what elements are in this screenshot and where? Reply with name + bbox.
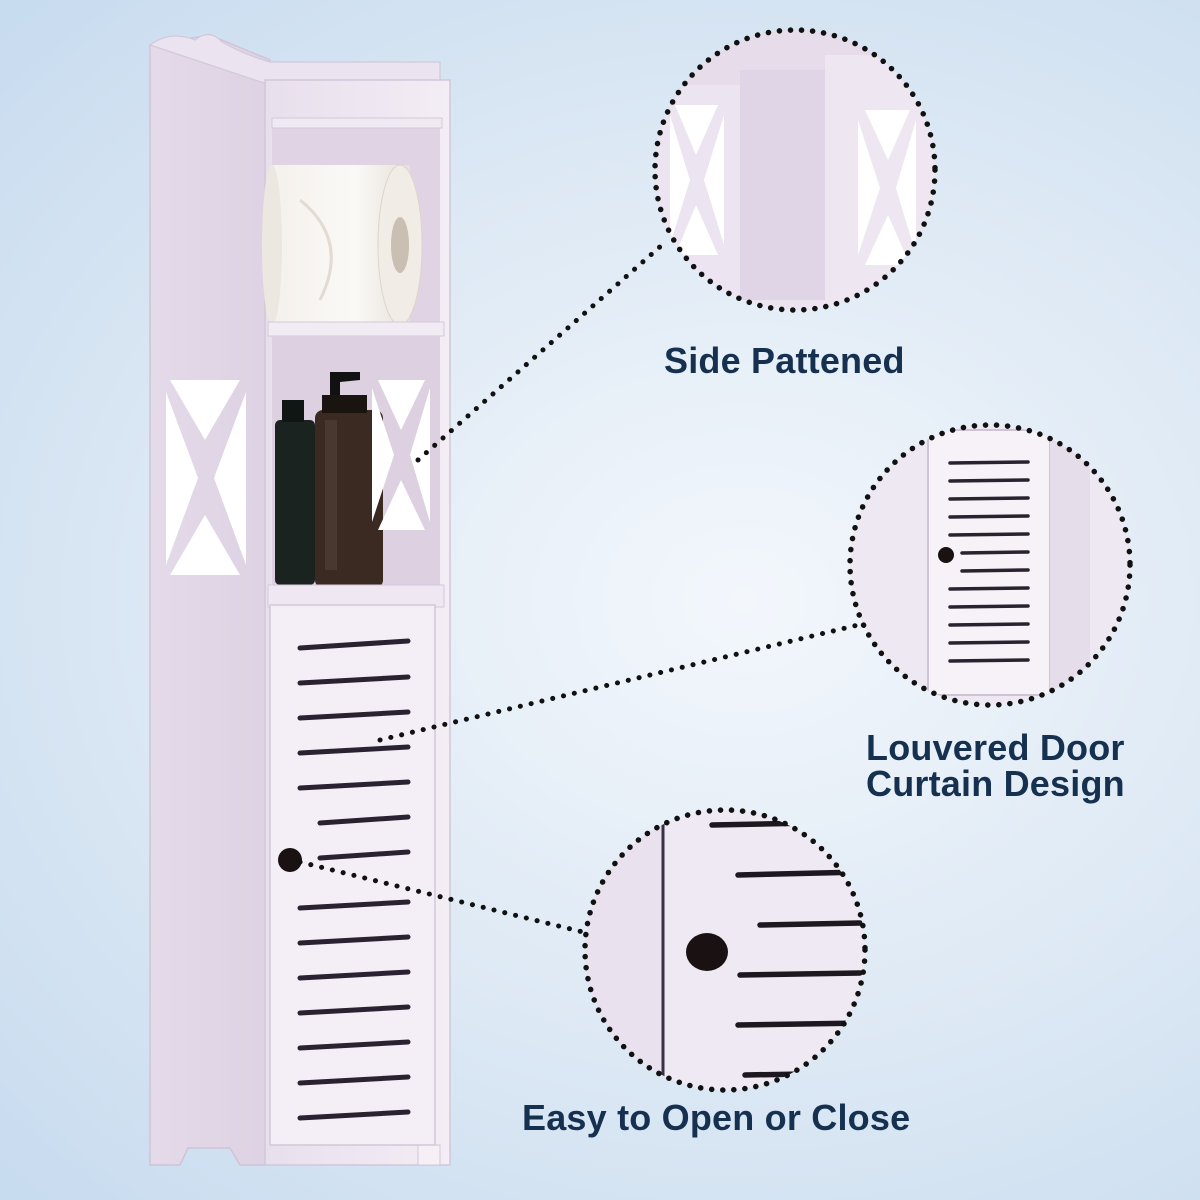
shelf-1: [267, 321, 445, 337]
label-easy-open: Easy to Open or Close: [522, 1097, 911, 1138]
zoom-circle-side-pattern: [652, 27, 938, 313]
leader-line-louvered: [377, 622, 861, 743]
leader-line-easy: [297, 859, 598, 938]
toilet-paper-roll: [262, 164, 423, 326]
bottles: [275, 372, 383, 588]
label-louvered-line2: Curtain Design: [866, 763, 1125, 804]
leader-line-side: [415, 242, 665, 463]
leader-lines: [297, 242, 861, 938]
x-pattern-cutout: [372, 380, 430, 530]
cabinet: [148, 33, 451, 1166]
label-louvered-door: Louvered Door Curtain Design: [866, 730, 1125, 802]
cabinet-top-edge: [148, 33, 441, 86]
zoom-circle-handle: [582, 807, 868, 1093]
door-handle-hole: [278, 848, 302, 872]
side-x-pattern: [166, 380, 246, 575]
label-side-pattern: Side Pattened: [664, 340, 905, 381]
zoom-circle-louvered-door: [847, 422, 1133, 708]
shelf-2: [267, 584, 445, 608]
label-louvered-line1: Louvered Door: [866, 727, 1125, 768]
cabinet-side-panel: [149, 34, 271, 1166]
